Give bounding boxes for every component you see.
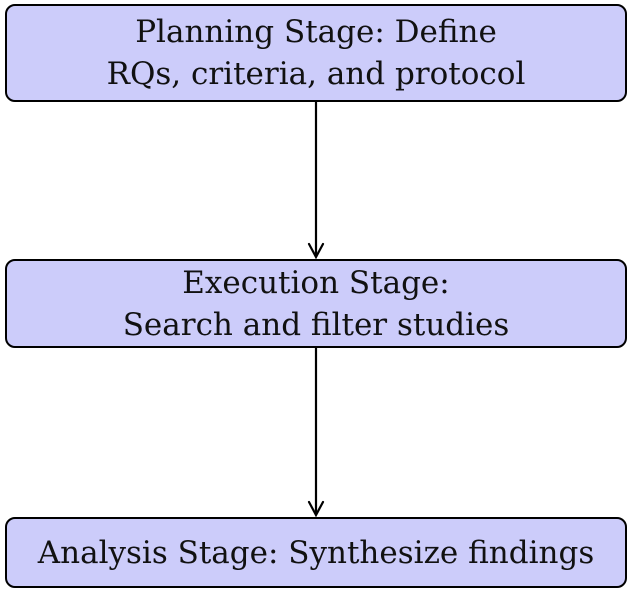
arrow-execution-to-analysis: [307, 348, 325, 518]
analysis-stage-box: Analysis Stage: Synthesize findings: [5, 517, 627, 588]
execution-stage-box: Execution Stage: Search and filter studi…: [5, 259, 627, 348]
execution-stage-title: Execution Stage:: [182, 264, 450, 301]
planning-stage-title: Planning Stage: Define: [135, 14, 497, 50]
arrowhead-icon: [307, 242, 325, 260]
execution-stage-description: Search and filter studies: [122, 306, 510, 343]
arrow-planning-to-execution: [307, 102, 325, 260]
analysis-stage-title: Analysis Stage: Synthesize findings: [37, 534, 595, 571]
planning-stage-description: RQs, criteria, and protocol: [106, 56, 526, 92]
planning-stage-box: Planning Stage: Define RQs, criteria, an…: [5, 4, 627, 102]
arrowhead-icon: [307, 500, 325, 518]
